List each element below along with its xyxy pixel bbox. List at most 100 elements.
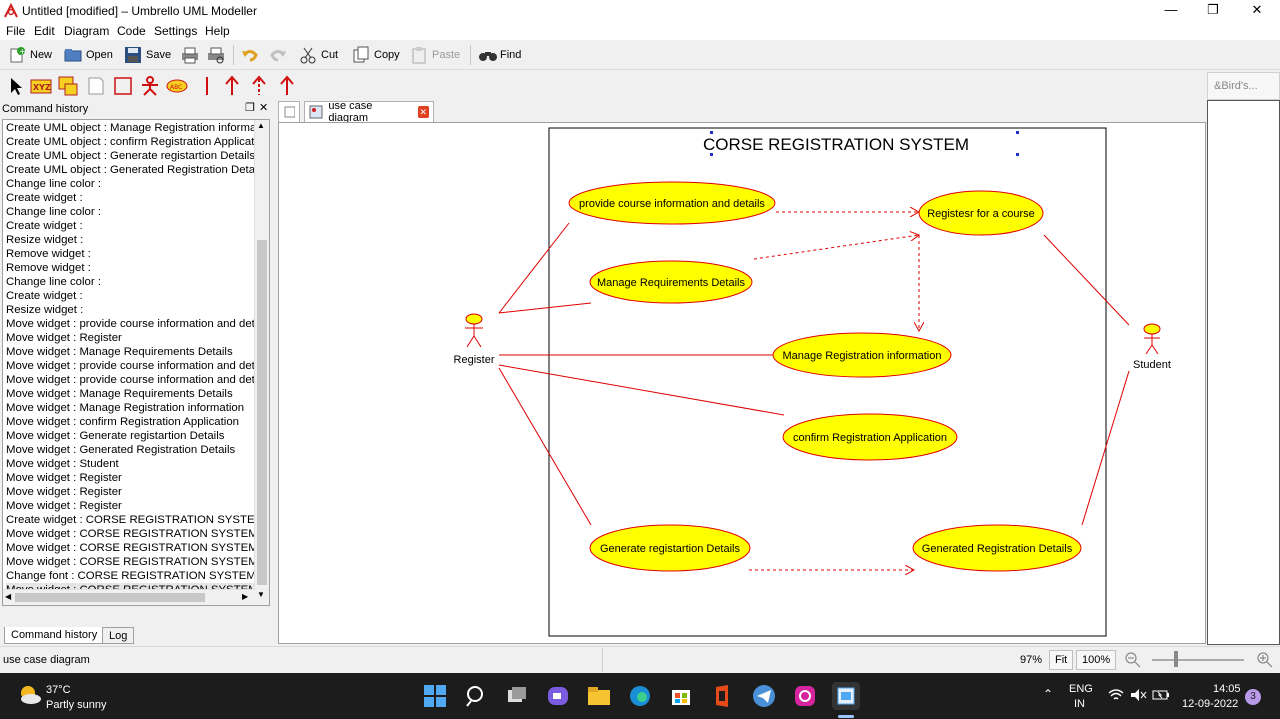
scroll-left-icon[interactable]: ◀ bbox=[5, 592, 12, 601]
command-history-item[interactable]: Create UML object : Generate registartio… bbox=[6, 150, 256, 162]
command-history-item[interactable]: Create UML object : Manage Registration … bbox=[6, 122, 256, 134]
task-view-icon[interactable] bbox=[503, 682, 531, 710]
paste-button[interactable]: Paste bbox=[410, 44, 460, 66]
weather-sun-icon[interactable] bbox=[16, 683, 42, 710]
copy-button[interactable]: Copy bbox=[352, 44, 400, 66]
menu-help[interactable]: Help bbox=[205, 24, 230, 38]
command-history-item[interactable]: Move widget : Register bbox=[6, 486, 122, 498]
find-button[interactable]: Find bbox=[478, 44, 521, 66]
association-line[interactable] bbox=[1043, 234, 1130, 326]
command-history-item[interactable]: Move widget : CORSE REGISTRATION SYSTEM bbox=[6, 556, 256, 568]
select-arrow-tool[interactable] bbox=[6, 75, 28, 97]
use-case-provide-course-info[interactable]: provide course information and details bbox=[568, 181, 776, 225]
command-history-item[interactable]: Create widget : bbox=[6, 192, 83, 204]
command-history-item[interactable]: Move widget : provide course information… bbox=[6, 360, 255, 372]
notification-badge[interactable]: 3 bbox=[1245, 689, 1261, 705]
clock-date[interactable]: 12-09-2022 bbox=[1182, 698, 1239, 710]
use-case-generated-registration[interactable]: Generated Registration Details bbox=[912, 524, 1082, 572]
command-history-item[interactable]: Change line color : bbox=[6, 206, 101, 218]
menu-code[interactable]: Code bbox=[117, 24, 146, 38]
selection-handle[interactable] bbox=[1016, 153, 1019, 156]
system-title[interactable]: CORSE REGISTRATION SYSTEM bbox=[703, 135, 969, 154]
command-history-item[interactable]: Move widget : Register bbox=[6, 332, 122, 344]
association-line[interactable] bbox=[498, 364, 785, 416]
fit-button[interactable]: Fit bbox=[1049, 650, 1074, 670]
scroll-down-icon[interactable]: ▼ bbox=[257, 590, 265, 599]
command-history-item[interactable]: Move widget : provide course information… bbox=[6, 318, 255, 330]
wifi-icon[interactable] bbox=[1107, 687, 1125, 706]
dependency-arrow[interactable] bbox=[753, 235, 919, 260]
edge-browser-icon[interactable] bbox=[626, 682, 654, 710]
text-line-tool[interactable]: XYZ bbox=[30, 75, 52, 97]
save-button[interactable]: Save bbox=[124, 44, 171, 66]
command-history-item[interactable]: Change font : CORSE REGISTRATION SYSTEM bbox=[6, 570, 256, 582]
close-window-button[interactable]: ✕ bbox=[1251, 2, 1263, 17]
speaker-muted-icon[interactable] bbox=[1129, 687, 1147, 706]
generalization-tool[interactable] bbox=[221, 75, 243, 97]
battery-icon[interactable] bbox=[1152, 687, 1170, 706]
command-history-item[interactable]: Move widget : confirm Registration Appli… bbox=[6, 416, 239, 428]
search-icon[interactable] bbox=[462, 682, 490, 710]
command-history-item[interactable]: Move widget : Manage Registration inform… bbox=[6, 402, 245, 414]
teams-chat-icon[interactable] bbox=[544, 682, 572, 710]
directional-association-tool[interactable] bbox=[276, 75, 298, 97]
tab-log[interactable]: Log bbox=[102, 627, 135, 644]
actor-register[interactable]: Register bbox=[454, 313, 495, 366]
scroll-up-icon[interactable]: ▲ bbox=[257, 121, 265, 130]
office-icon[interactable] bbox=[708, 682, 736, 710]
command-history-item[interactable]: Create UML object : Generated Registrati… bbox=[6, 164, 256, 176]
menu-settings[interactable]: Settings bbox=[154, 24, 198, 38]
language-region[interactable]: IN bbox=[1074, 698, 1085, 710]
minimize-button[interactable]: — bbox=[1164, 2, 1178, 17]
zoom-slider-handle[interactable] bbox=[1174, 651, 1178, 667]
file-explorer-icon[interactable] bbox=[585, 682, 613, 710]
close-panel-icon[interactable]: ✕ bbox=[259, 102, 269, 114]
menu-diagram[interactable]: Diagram bbox=[64, 24, 110, 38]
use-case-manage-registration-info[interactable]: Manage Registration information bbox=[772, 332, 952, 378]
print-preview-button[interactable] bbox=[206, 44, 228, 66]
association-line[interactable] bbox=[498, 222, 570, 314]
scroll-right-icon[interactable]: ▶ bbox=[242, 592, 249, 601]
zoom-100-button[interactable]: 100% bbox=[1076, 650, 1117, 670]
microsoft-store-icon[interactable] bbox=[667, 682, 695, 710]
dependency-tool[interactable] bbox=[248, 75, 270, 97]
chevron-up-icon[interactable]: ⌃ bbox=[1043, 687, 1054, 701]
cut-button[interactable]: Cut bbox=[299, 44, 338, 66]
menu-file[interactable]: File bbox=[6, 24, 26, 38]
horizontal-scrollbar[interactable]: ◀ ▶ bbox=[3, 589, 255, 605]
command-history-item[interactable]: Move widget : Student bbox=[6, 458, 119, 470]
command-history-item[interactable]: Move widget : Manage Requirements Detail… bbox=[6, 388, 233, 400]
print-button[interactable] bbox=[180, 44, 202, 66]
selection-handle[interactable] bbox=[710, 131, 713, 134]
float-panel-icon[interactable]: ❐ bbox=[245, 102, 255, 114]
command-history-item[interactable]: Move widget : Register bbox=[6, 472, 122, 484]
birds-eye-view[interactable] bbox=[1207, 100, 1280, 645]
command-history-list[interactable]: Create UML object : Manage Registration … bbox=[2, 119, 270, 606]
tab-use-case-diagram[interactable]: use case diagram ✕ bbox=[304, 100, 434, 124]
actor-student[interactable]: Student bbox=[1133, 323, 1171, 371]
command-history-item[interactable]: Move widget : CORSE REGISTRATION SYSTEM bbox=[6, 542, 256, 554]
maximize-button[interactable]: ❐ bbox=[1207, 2, 1219, 17]
command-history-item[interactable]: Resize widget : bbox=[6, 304, 84, 316]
command-history-item[interactable]: Create UML object : confirm Registration… bbox=[6, 136, 256, 148]
actor-tool[interactable] bbox=[139, 75, 161, 97]
note-tool[interactable] bbox=[57, 75, 79, 97]
zoom-in-icon[interactable] bbox=[1256, 651, 1274, 672]
command-history-item[interactable]: Change line color : bbox=[6, 276, 101, 288]
undo-button[interactable] bbox=[240, 44, 262, 66]
clock-time[interactable]: 14:05 bbox=[1213, 683, 1241, 695]
command-history-item[interactable]: Move widget : Manage Requirements Detail… bbox=[6, 346, 233, 358]
zoom-slider[interactable] bbox=[1152, 659, 1244, 661]
redo-button[interactable] bbox=[268, 44, 290, 66]
command-history-item[interactable]: Move widget : CORSE REGISTRATION SYSTEM bbox=[6, 528, 256, 540]
use-case-manage-requirements[interactable]: Manage Requirements Details bbox=[589, 260, 753, 304]
vertical-scrollbar[interactable]: ▲ ▼ bbox=[254, 120, 269, 605]
zoom-out-icon[interactable] bbox=[1124, 651, 1142, 672]
command-history-item[interactable]: Resize widget : bbox=[6, 234, 84, 246]
menu-edit[interactable]: Edit bbox=[34, 24, 55, 38]
command-history-item[interactable]: Move widget : provide course information… bbox=[6, 374, 255, 386]
command-history-item[interactable]: Remove widget : bbox=[6, 262, 91, 274]
command-history-item[interactable]: Remove widget : bbox=[6, 248, 91, 260]
selection-handle[interactable] bbox=[1016, 131, 1019, 134]
scroll-thumb[interactable] bbox=[257, 240, 267, 585]
